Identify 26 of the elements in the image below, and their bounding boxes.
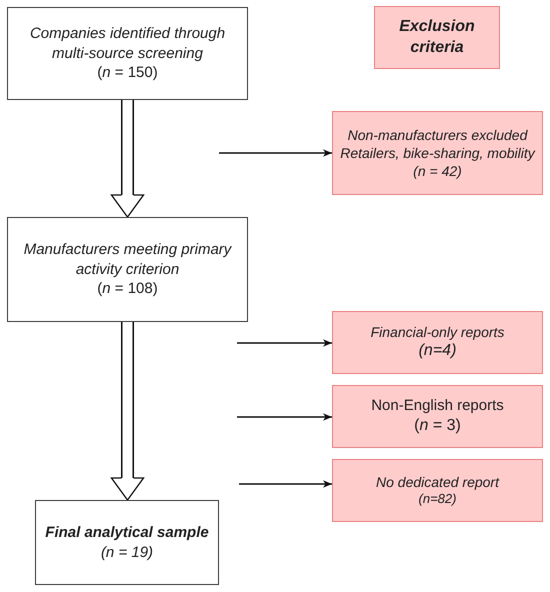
arrow — [219, 149, 332, 157]
exclusion-detail: Retailers, bike-sharing, mobility — [340, 144, 535, 162]
step-label: Final analytical sample — [45, 523, 209, 542]
count-label: (n = 19) — [100, 542, 154, 562]
exclusion-box — [332, 385, 543, 448]
exclusion-label: Non-English reports — [371, 396, 504, 416]
count-label: (n = 150) — [97, 63, 158, 83]
exclusion-label: No dedicated report — [376, 472, 499, 492]
arrow — [239, 480, 332, 488]
heading-box — [374, 6, 500, 69]
count-label: (n = 3) — [414, 416, 461, 436]
process-box — [7, 7, 248, 100]
count-label: (n = 108) — [97, 279, 158, 299]
exclusion-label: Financial-only reports — [370, 323, 504, 342]
count-label: (n = 42) — [413, 162, 462, 180]
exclusion-box — [332, 111, 543, 195]
count-label: (n=4) — [418, 341, 456, 362]
heading-text: Exclusion criteria — [398, 16, 476, 58]
process-box — [7, 217, 248, 322]
process-box — [35, 500, 219, 585]
exclusion-box — [332, 459, 543, 522]
exclusion-label: Non-manufacturers excluded — [348, 126, 528, 144]
exclusion-box — [332, 311, 543, 374]
arrow — [237, 413, 332, 421]
count-label: (n=82) — [418, 491, 456, 508]
arrow — [237, 339, 332, 347]
